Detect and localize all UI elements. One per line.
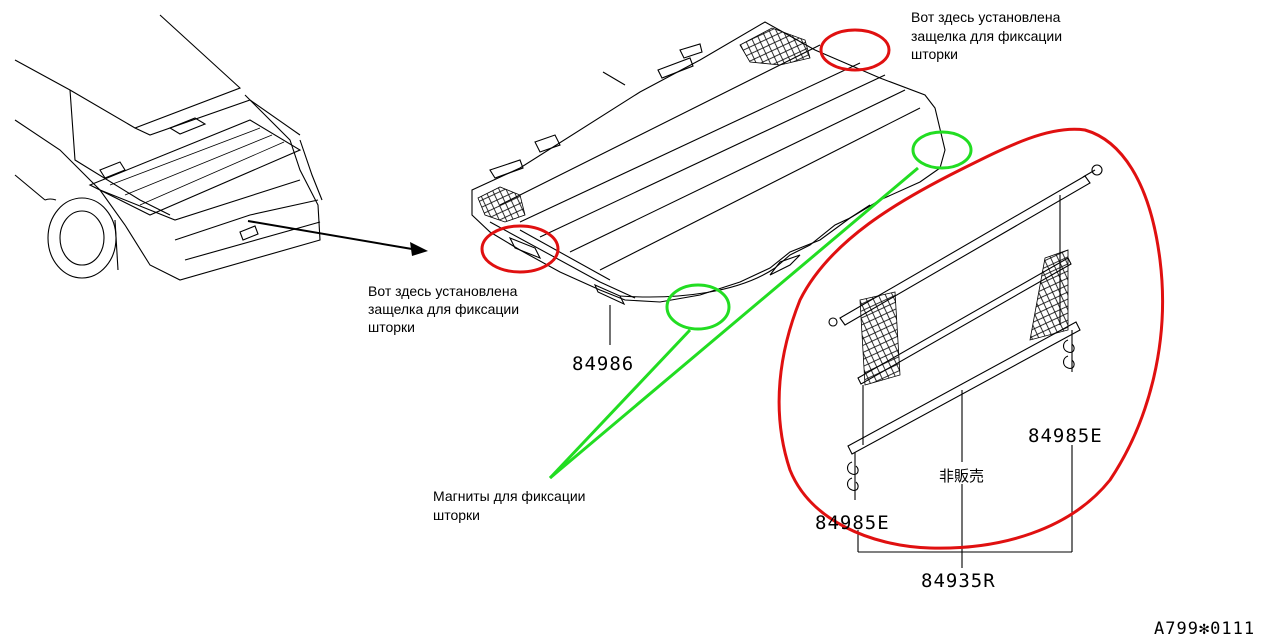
diagram-code: A799✻0111	[1154, 619, 1255, 638]
cargo-net-illustration	[828, 164, 1103, 500]
latch-marker-top	[819, 28, 891, 72]
pointer-arrow	[247, 220, 428, 256]
magnet-marker-right	[911, 130, 973, 170]
magnets-note-line-1: Магниты для фиксации	[433, 488, 586, 504]
latch-note-top-line-2: защелка для фиксации	[911, 28, 1062, 44]
latch-note-top: Вот здесь установлена защелка для фиксац…	[911, 9, 1066, 62]
latch-note-top-line-1: Вот здесь установлена	[911, 9, 1061, 25]
latch-marker-left	[480, 224, 560, 274]
magnet-pointer-2	[548, 328, 692, 480]
not-sold-label: 非販売	[939, 467, 984, 485]
magnet-marker-front	[665, 283, 731, 331]
latch-note-left: Вот здесь установлена защелка для фиксац…	[368, 283, 523, 335]
magnets-note: Магниты для фиксации шторки	[433, 488, 589, 523]
part-number-cover: 84986	[572, 353, 634, 375]
part-number-assembly: 84935R	[921, 570, 996, 592]
latch-markers	[480, 28, 891, 274]
net-highlight-outline	[777, 127, 1165, 550]
latch-note-top-line-3: шторки	[911, 46, 958, 62]
part-number-net-left: 84985E	[815, 512, 890, 534]
part-number-net-right: 84985E	[1028, 425, 1103, 447]
latch-note-left-line-1: Вот здесь установлена	[368, 283, 518, 299]
magnets-note-line-2: шторки	[433, 507, 480, 523]
latch-note-left-line-2: защелка для фиксации	[368, 301, 519, 317]
car-rear-illustration	[14, 14, 323, 281]
magnet-pointer-1	[549, 166, 919, 480]
magnet-markers	[548, 130, 973, 480]
luggage-cover-illustration	[471, 21, 946, 306]
latch-note-left-line-3: шторки	[368, 319, 415, 335]
